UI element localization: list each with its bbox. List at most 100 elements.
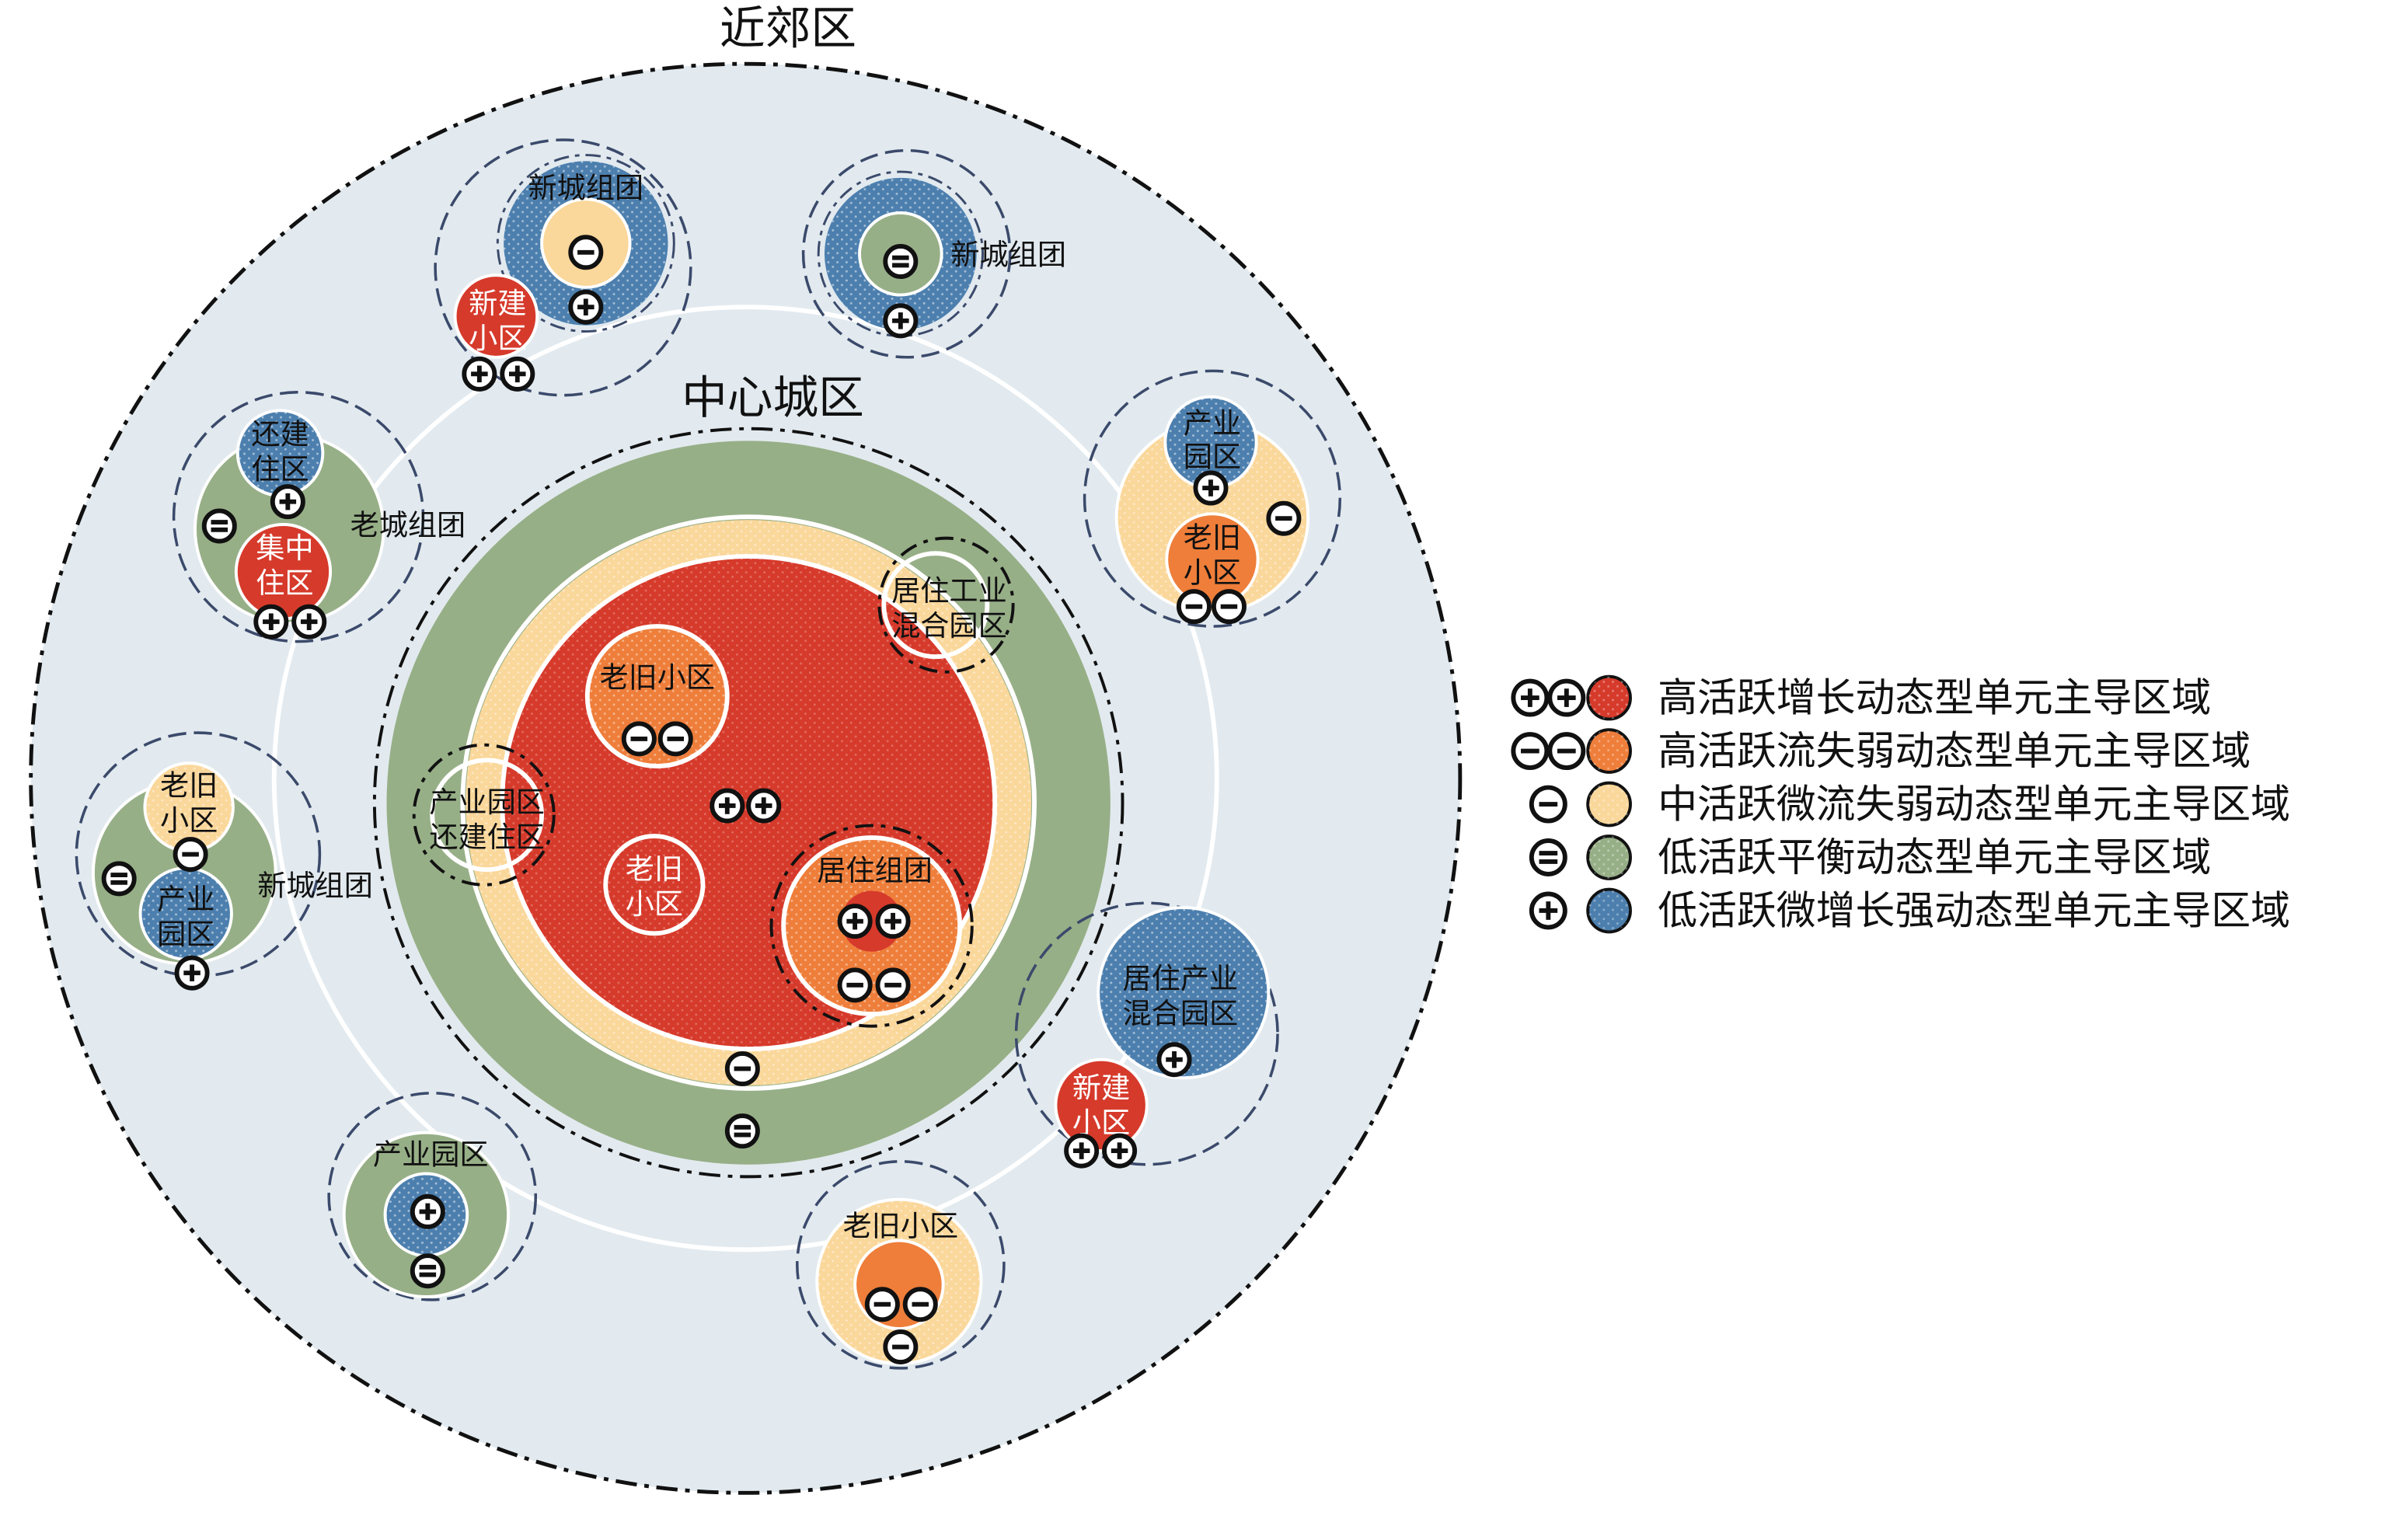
center-residential-dash [769,824,974,1028]
circled-equal-icon [883,244,919,280]
center-resettlement-label: 还建住区 [429,820,545,854]
circled-plus-icon [253,604,289,639]
cluster-ir-bottom-2: 小区 [1184,555,1241,589]
center-title: 中心城区 [682,371,864,424]
circled-plus-icon [1102,1133,1138,1169]
circled-plus-icon [837,904,873,939]
circled-minus-icon [875,967,911,1003]
center-industrial-dash [412,743,556,887]
cluster-old-city: 还建 住区 集中 住区 老城组团 [172,391,466,643]
cluster-oc-top-1: 还建 [251,416,309,451]
circled-minus-icon [1266,500,1302,536]
cluster-ncl-bottom-2: 园区 [157,917,214,951]
legend-item: 高活跃流失弱动态型单元主导区域 [1511,728,2251,774]
legend-label: 低活跃微增长强动态型单元主导区域 [1658,888,2290,934]
center-old-community-2-line2: 小区 [626,887,683,921]
center-yellow-ring-line [460,514,1037,1091]
cluster-oc-title: 老城组团 [350,508,466,542]
circled-minus-icon [902,1287,938,1322]
circled-equal-icon [201,508,237,544]
circled-plus-icon [1547,678,1586,717]
circled-minus-icon [173,837,208,873]
cluster-ncl-top-2: 小区 [160,803,218,837]
circled-plus-icon [410,1193,445,1229]
cluster-mixed-right: 居住产业 混合园区 新建 小区 [1014,901,1279,1166]
center-dash-ring [372,427,1125,1179]
cluster-mr-bottom-1: 新建 [1072,1071,1130,1105]
legend: 高活跃增长动态型单元主导区域高活跃流失弱动态型单元主导区域中活跃微流失弱动态型单… [1511,675,2290,934]
center-industrial-ring [430,758,545,873]
cluster-ncl-top-1: 老旧 [160,768,218,802]
circled-plus-icon [1193,470,1229,506]
legend-label: 高活跃增长动态型单元主导区域 [1658,675,2211,721]
cluster-ntl-inner-1: 新建 [469,286,526,320]
cluster-ncl-title: 新城组团 [257,868,373,902]
symbol-markers [101,235,1302,1365]
circled-minus-icon [1547,732,1586,770]
circled-equal-icon [410,1253,445,1289]
cluster-industrial-right: 产业 园区 老旧 小区 [1083,369,1342,628]
circled-minus-icon [1511,732,1550,770]
cluster-oc-bottom-1: 集中 [256,531,313,565]
legend-item: 低活跃微增长强动态型单元主导区域 [1529,888,2290,934]
circled-equal-icon [101,861,137,897]
cluster-ncl-bottom-1: 产业 [157,882,214,916]
circled-plus-icon [710,788,745,824]
circled-minus-icon [621,721,657,757]
legend-item: 高活跃增长动态型单元主导区域 [1511,675,2211,721]
legend-item: 中活跃微流失弱动态型单元主导区域 [1529,782,2290,827]
circled-plus-icon [270,484,305,520]
legend-label: 中活跃微流失弱动态型单元主导区域 [1658,782,2290,827]
circled-equal-icon [1529,838,1567,876]
center-residential-label: 居住组团 [817,853,933,887]
legend-label: 低活跃平衡动态型单元主导区域 [1658,834,2211,880]
center-mixed-label-1: 居住工业 [891,573,1007,608]
center-mixed-dash [877,536,1015,674]
circled-plus-icon [1064,1133,1100,1169]
circled-minus-icon [568,235,604,270]
circled-plus-icon [1511,678,1550,717]
cluster-mr-top-1: 居住产业 [1123,961,1239,995]
cluster-mr-top-2: 混合园区 [1123,996,1239,1030]
cluster-ob-title: 老旧小区 [843,1209,959,1243]
center-mixed-park [881,551,990,660]
circled-plus-icon [568,289,604,325]
circled-plus-icon [462,356,497,392]
circled-minus-icon [1211,589,1247,625]
cluster-new-city-left: 老旧 小区 产业 园区 新城组团 [75,731,373,977]
cluster-nt-title: 新城组团 [950,237,1066,271]
center-old-community-2 [603,834,706,936]
cluster-oc-top-2: 住区 [251,451,309,486]
cluster-ntl-inner-2: 小区 [469,321,526,355]
cluster-ir-top-2: 园区 [1184,440,1241,474]
circled-minus-icon [1529,785,1567,824]
cluster-ir-top-1: 产业 [1184,406,1241,441]
circled-plus-icon [174,955,210,991]
circled-plus-icon [875,904,911,939]
cluster-ir-bottom-1: 老旧 [1184,520,1241,554]
circled-plus-icon [500,356,535,392]
circled-plus-icon [291,604,327,639]
cluster-ibl-title: 产业园区 [373,1138,489,1172]
circled-minus-icon [724,1050,760,1086]
circled-plus-icon [883,303,919,339]
center-old-community-label: 老旧小区 [599,660,715,694]
circled-minus-icon [1176,589,1212,625]
suburb-ring-line [271,305,1219,1253]
cluster-oc-bottom-2: 住区 [256,566,313,600]
circled-minus-icon [883,1329,919,1365]
circled-equal-icon [724,1113,760,1149]
circled-plus-icon [1529,891,1567,930]
circled-minus-icon [657,721,693,757]
legend-item: 低活跃平衡动态型单元主导区域 [1529,834,2211,880]
legend-label: 高活跃流失弱动态型单元主导区域 [1658,728,2251,774]
circled-minus-icon [864,1287,900,1322]
cluster-ntl-title: 新城组团 [528,170,644,204]
center-industrial-label: 产业园区 [429,785,545,819]
circled-minus-icon [837,967,873,1003]
suburb-title: 近郊区 [720,2,856,55]
circled-plus-icon [1156,1042,1192,1078]
circled-plus-icon [746,788,782,824]
center-mixed-label-2: 混合园区 [891,608,1007,643]
